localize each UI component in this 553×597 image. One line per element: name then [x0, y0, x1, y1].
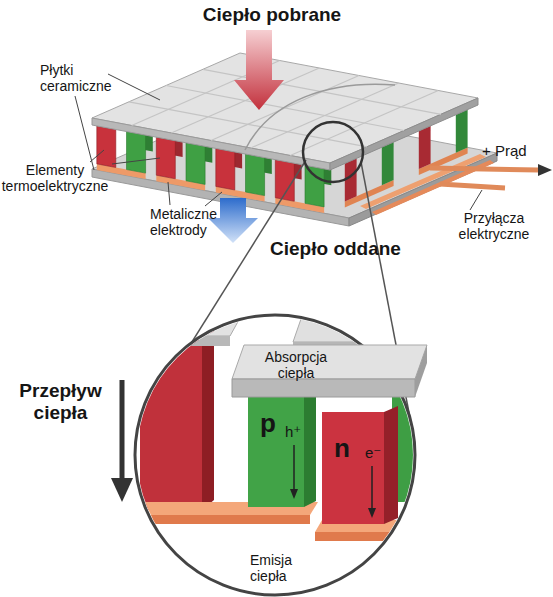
metal-electrode [315, 532, 421, 541]
magnifier-small-circle [303, 122, 363, 182]
n-leg [97, 126, 116, 168]
leader-line [470, 190, 482, 210]
leader-line [75, 96, 94, 170]
heat-in-arrow [234, 30, 284, 110]
p-leg [456, 110, 468, 153]
leg-side [202, 330, 214, 510]
heat-emission-label: Emisja ciepła [250, 552, 320, 584]
p-type-element: p h⁺ [248, 395, 316, 507]
leader-line [168, 182, 170, 205]
tile-line [129, 102, 367, 147]
leader-line [90, 150, 104, 162]
heat-out-label: Ciepło oddane [248, 238, 423, 260]
p-leg [186, 143, 205, 185]
ceramic-plate: Absorpcja ciepła [232, 345, 427, 399]
current-label: + Prąd [482, 142, 548, 159]
n-type-element: n e⁻ [322, 412, 398, 524]
absorption-label: Absorpcja ciepła [250, 349, 342, 381]
plate-side-face [330, 98, 478, 170]
ceramic-plate-shape [232, 345, 427, 399]
tile-line [166, 86, 404, 131]
n-leg-back [140, 340, 202, 510]
part-label: Przyłącza elektryczne [440, 210, 548, 242]
leader-lines [75, 74, 482, 210]
metal-electrode [127, 515, 310, 524]
wire [440, 184, 505, 188]
plate-front-face [92, 118, 330, 170]
p-leg [246, 154, 265, 196]
heat-in-label: Ciepło pobrane [172, 4, 372, 26]
leader-line [112, 158, 160, 164]
part-label: Metaliczne elektrody [150, 206, 240, 238]
wire [430, 168, 538, 170]
part-label: Płytki ceramiczne [40, 62, 130, 94]
top-ceramic-plate [92, 53, 478, 170]
ceramic-plate-back [108, 318, 240, 336]
n-type-element-shape [322, 412, 398, 524]
plate-top-face [92, 53, 478, 163]
leader-line [205, 192, 222, 206]
current-arrowhead [538, 164, 552, 176]
tile-grid [129, 61, 441, 156]
p-label: p [260, 409, 280, 439]
p-leg [305, 165, 324, 207]
p-type-element-shape [248, 395, 316, 507]
heat-flow-label: Przepływ ciepła [8, 380, 113, 424]
carrier-label: h⁺ [285, 423, 305, 440]
p-leg [127, 132, 146, 174]
ceramic-plate-back [108, 336, 230, 346]
zoom-detail [108, 316, 432, 541]
ceramic-plate-back [293, 316, 424, 342]
leader-line [108, 74, 160, 100]
n-leg [419, 126, 431, 169]
electrical-leads [430, 164, 552, 188]
heat-flow-arrow [120, 380, 125, 480]
p-leg [382, 142, 394, 185]
n-leg [216, 148, 235, 190]
n-label: n [334, 434, 356, 464]
heat-flow-arrowhead [111, 478, 133, 502]
part-label: Elementy termoelektryczne [0, 162, 110, 194]
carrier-label: e⁻ [365, 444, 387, 461]
